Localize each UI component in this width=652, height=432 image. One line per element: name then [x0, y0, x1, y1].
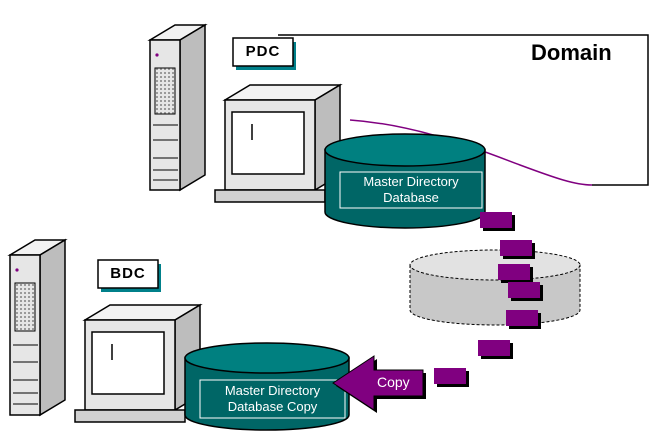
data-packet-icon [506, 310, 541, 329]
bdc-database-label-line2: Database Copy [227, 399, 318, 414]
data-packet-icon [434, 368, 469, 387]
pdc-database-cylinder-icon [324, 133, 486, 229]
bdc-label: BDC [110, 265, 146, 282]
pdc-database-label-line2: Database [383, 190, 439, 205]
copy-arrow-icon [332, 355, 426, 413]
bdc-database-label-line1: Master Directory [224, 383, 321, 398]
transfer-disk-icon [409, 249, 581, 326]
data-packets [434, 212, 543, 387]
data-packet-icon [480, 212, 515, 231]
data-packet-icon [508, 282, 543, 301]
data-packet-icon [478, 340, 513, 359]
domain-label: Domain [531, 40, 612, 65]
bdc-database-cylinder-icon [184, 342, 350, 431]
data-packet-icon [500, 240, 535, 259]
pdc-tag [232, 37, 296, 70]
bdc-monitor-icon [74, 303, 203, 423]
pdc-monitor-icon [214, 83, 343, 203]
data-packet-icon [498, 264, 533, 283]
copy-label: Copy [377, 374, 410, 390]
bdc-server-tower-icon [7, 238, 68, 417]
pdc-database-label-line1: Master Directory [363, 174, 459, 189]
domain-boundary [278, 34, 649, 186]
bdc-tag [97, 259, 161, 292]
pdc-server-tower-icon [147, 23, 208, 192]
pdc-label: PDC [245, 43, 281, 60]
